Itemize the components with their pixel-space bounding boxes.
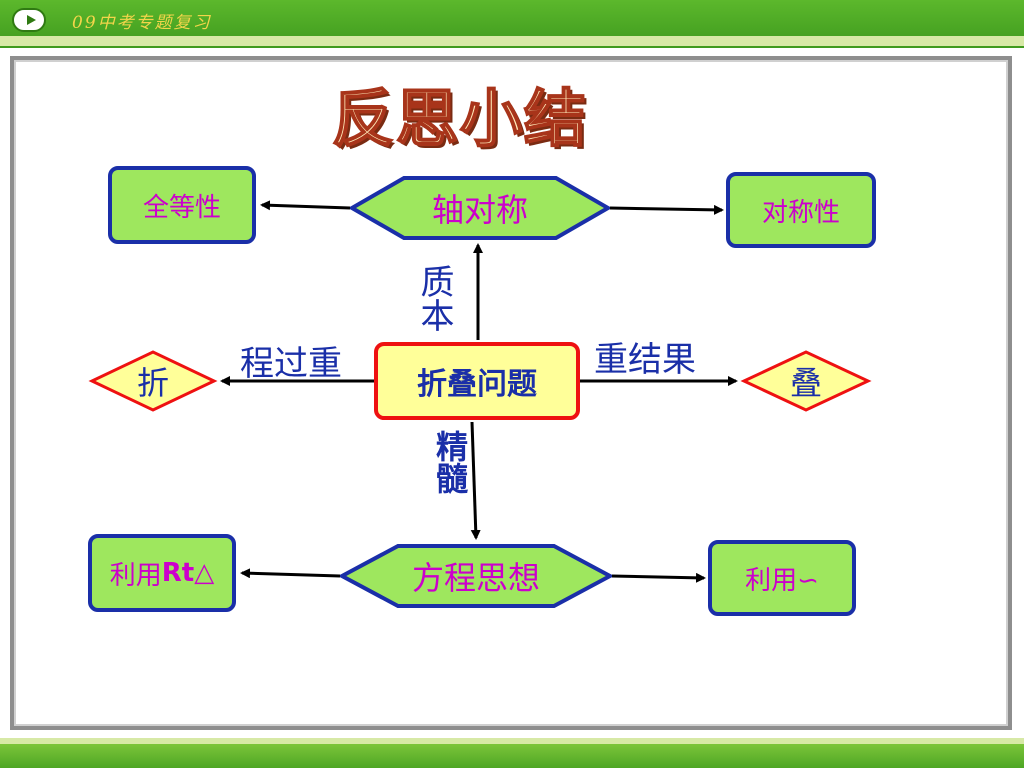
header-title: 09中考专题复习 bbox=[72, 13, 212, 33]
node-use-similarity-label: 利用∽ bbox=[745, 565, 819, 596]
node-overlap-label: 叠 bbox=[789, 364, 822, 402]
node-equation-thinking-label: 方程思想 bbox=[411, 559, 540, 597]
hexagon-top bbox=[347, 176, 613, 240]
label-result: 重结果 bbox=[594, 340, 696, 380]
bottom-banner-stripe bbox=[0, 738, 1024, 744]
node-fold: 折 bbox=[122, 356, 184, 406]
node-use-similarity: 利用∽ bbox=[708, 540, 856, 616]
node-equation-thinking: 方程思想 bbox=[398, 548, 554, 604]
node-symmetry-property: 对称性 bbox=[726, 172, 876, 248]
node-folding-problem-label: 折叠问题 bbox=[417, 367, 537, 402]
label-essence: 质本 bbox=[414, 264, 454, 332]
node-use-right-triangle-text: 利用 bbox=[109, 560, 162, 591]
diamond-right bbox=[740, 350, 872, 412]
label-process: 程过重 bbox=[240, 344, 342, 384]
hexagon-bottom bbox=[337, 544, 615, 608]
slide-title: 反思小结 bbox=[331, 81, 588, 156]
bottom-banner bbox=[0, 744, 1024, 768]
arrow-top-to-topleft bbox=[260, 200, 351, 211]
node-fold-label: 折 bbox=[136, 364, 169, 402]
top-banner-stripe bbox=[0, 36, 1024, 46]
node-use-right-triangle-bold: Rt bbox=[161, 558, 195, 588]
node-axis-symmetry-label: 轴对称 bbox=[431, 191, 528, 229]
arrow-bottom-to-bottomleft bbox=[240, 568, 341, 579]
arrow-bottom-to-bottomright bbox=[611, 572, 706, 583]
node-symmetry-property-label: 对称性 bbox=[761, 197, 840, 228]
node-congruence-label: 全等性 bbox=[142, 192, 221, 223]
arrow-top-to-topright bbox=[609, 204, 724, 215]
label-essence-core: 精髓 bbox=[431, 430, 469, 494]
arrow-center-to-bottom bbox=[470, 421, 481, 540]
diamond-left bbox=[88, 350, 218, 412]
node-overlap: 叠 bbox=[775, 356, 837, 406]
node-axis-symmetry: 轴对称 bbox=[404, 180, 556, 236]
triangle-symbol: △ bbox=[194, 558, 215, 588]
node-congruence: 全等性 bbox=[108, 166, 256, 244]
node-folding-problem: 折叠问题 bbox=[374, 342, 580, 420]
play-icon[interactable] bbox=[12, 8, 46, 32]
